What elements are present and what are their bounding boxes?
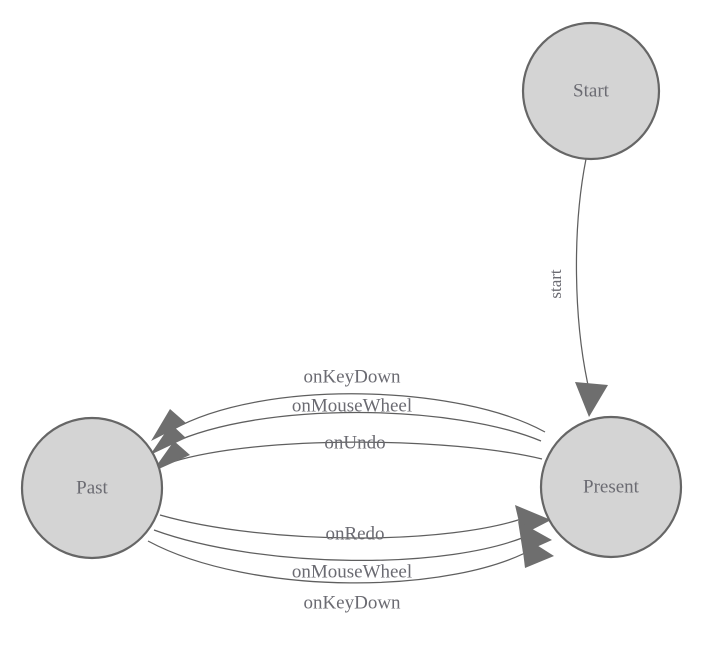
edge-past-to-present-onmousewheel-path [153, 529, 535, 561]
edge-label-upper-onmousewheel: onMouseWheel [292, 395, 412, 416]
node-present[interactable]: Present [539, 415, 683, 559]
edge-present-to-past-onundo-arrowhead [152, 441, 190, 472]
node-start-label: Start [573, 80, 610, 101]
edge-start-to-present-arrowhead [575, 382, 608, 417]
edge-present-to-past-onmousewheel[interactable] [150, 411, 542, 455]
node-past-circle [20, 416, 164, 560]
edge-present-to-past-onmousewheel-path [169, 411, 542, 445]
edge-present-to-past-onkeydown-arrowhead [151, 409, 186, 441]
edge-label-lower-onkeydown: onKeyDown [303, 592, 401, 613]
node-past[interactable]: Past [20, 416, 164, 560]
edge-present-to-past-onundo[interactable] [152, 441, 543, 472]
edge-present-to-past-onmousewheel-arrowhead [150, 424, 186, 455]
edge-label-lower-onmousewheel: onMouseWheel [292, 561, 412, 582]
edge-label-start: start [546, 269, 565, 299]
edge-start-to-present-path [575, 158, 589, 386]
edge-past-to-present-onredo-path [159, 514, 531, 539]
edge-label-upper-onkeydown: onKeyDown [303, 366, 401, 387]
edge-past-to-present-onkeydown-path [147, 540, 539, 584]
node-start-circle [521, 21, 661, 161]
edge-past-to-present-onkeydown-arrowhead [521, 535, 554, 568]
node-start[interactable]: Start [521, 21, 661, 161]
edge-present-to-past-onkeydown[interactable] [151, 393, 546, 441]
edge-present-to-past-onundo-path [171, 441, 543, 463]
edge-start-to-present[interactable]: start [546, 158, 608, 417]
node-present-label: Present [583, 476, 640, 497]
edge-label-lower-onredo: onRedo [325, 523, 384, 544]
edge-label-upper-onundo: onUndo [324, 432, 385, 453]
node-past-label: Past [76, 477, 108, 498]
node-present-circle [539, 415, 683, 559]
edge-present-to-past-onkeydown-path [171, 393, 546, 433]
edge-past-to-present-onkeydown[interactable] [147, 535, 554, 584]
